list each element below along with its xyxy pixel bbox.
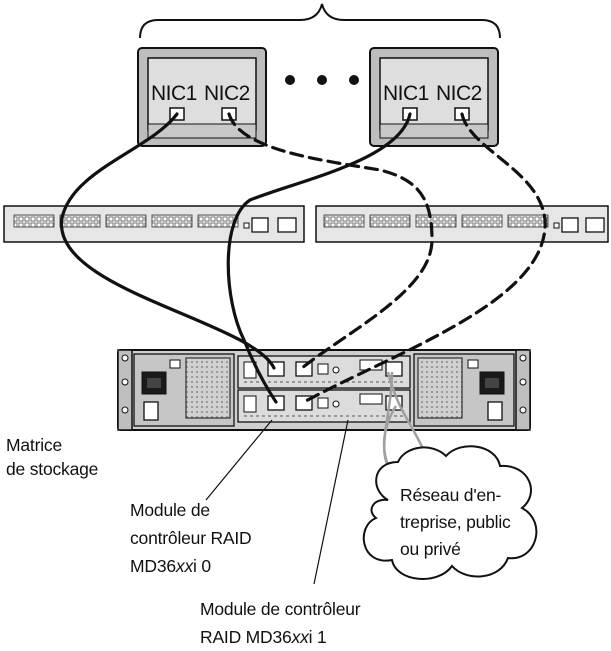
cable-server1-nic1 <box>60 112 276 370</box>
cable-server1-nic2 <box>227 112 434 370</box>
controller-module-0-label: Module de contrôleur RAID MD36xxi 0 <box>130 496 252 580</box>
controller-module-1-label: Module de contrôleur RAID MD36xxi 1 <box>200 595 361 651</box>
power-supply-right <box>413 353 515 427</box>
solid-cables <box>60 112 412 404</box>
network-label-line1: Réseau d'en- <box>400 485 502 505</box>
module1-leader-line <box>313 419 349 585</box>
storage-array-label-line2: de stockage <box>6 459 99 479</box>
storage-array-label-line1: Matrice <box>6 435 62 455</box>
module0-label-line3: MD36xxi 0 <box>130 556 211 576</box>
server1-nic2-label: NIC2 <box>204 82 250 105</box>
module1-label-line1: Module de contrôleur <box>200 599 361 619</box>
host-server-2: NIC1 NIC2 <box>369 47 499 147</box>
storage-array-label: Matrice de stockage <box>6 433 98 481</box>
network-label-line3: ou privé <box>400 539 461 559</box>
network-switch-2 <box>315 205 609 243</box>
cable-server2-nic1 <box>226 112 412 404</box>
network-cloud <box>362 445 538 580</box>
raid-controller-module-0 <box>237 355 411 389</box>
module0-label-line1: Module de <box>130 500 210 520</box>
raid-controller-module-1 <box>237 389 411 423</box>
server2-nic2-label: NIC2 <box>436 82 482 105</box>
server2-nic1-label: NIC1 <box>383 82 429 105</box>
network-switch-1 <box>3 205 305 243</box>
module0-label-line2: contrôleur RAID <box>130 528 252 548</box>
network-label-line2: treprise, public <box>400 512 511 532</box>
server1-nic1-label: NIC1 <box>151 82 197 105</box>
cable-server2-nic2 <box>302 112 547 404</box>
module0-leader-line <box>205 419 273 501</box>
module1-label-line2: RAID MD36xxi 1 <box>200 627 327 647</box>
dashed-cables <box>227 112 547 404</box>
power-supply-left <box>133 353 235 427</box>
network-cloud-label: Réseau d'en- treprise, public ou privé <box>400 482 511 563</box>
ellipsis-dots <box>285 75 359 85</box>
host-group-brace <box>139 3 501 39</box>
